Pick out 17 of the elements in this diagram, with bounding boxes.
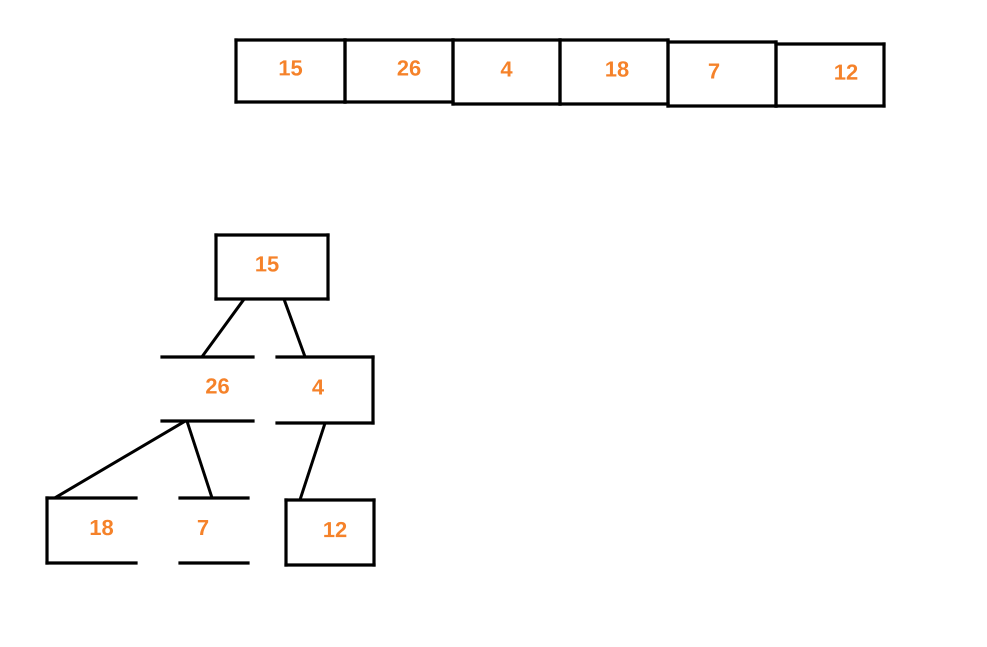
connector-line — [282, 298, 306, 358]
tree-box: 7 — [178, 496, 250, 565]
connector-line — [298, 422, 326, 500]
array-cell: 26 — [343, 38, 455, 104]
array-cell: 18 — [558, 38, 670, 106]
array-cell: 15 — [234, 38, 347, 104]
array-cell: 12 — [774, 42, 886, 108]
connector-line — [54, 420, 186, 500]
tree-box: 12 — [284, 498, 376, 567]
array-cell: 4 — [451, 38, 562, 106]
array-cell: 7 — [666, 40, 778, 108]
connector-line — [200, 298, 246, 358]
tree-box: 15 — [214, 233, 330, 301]
connector-line — [186, 420, 214, 498]
tree-box: 4 — [275, 355, 375, 425]
tree-box: 26 — [160, 355, 255, 423]
tree-box: 18 — [45, 496, 138, 565]
